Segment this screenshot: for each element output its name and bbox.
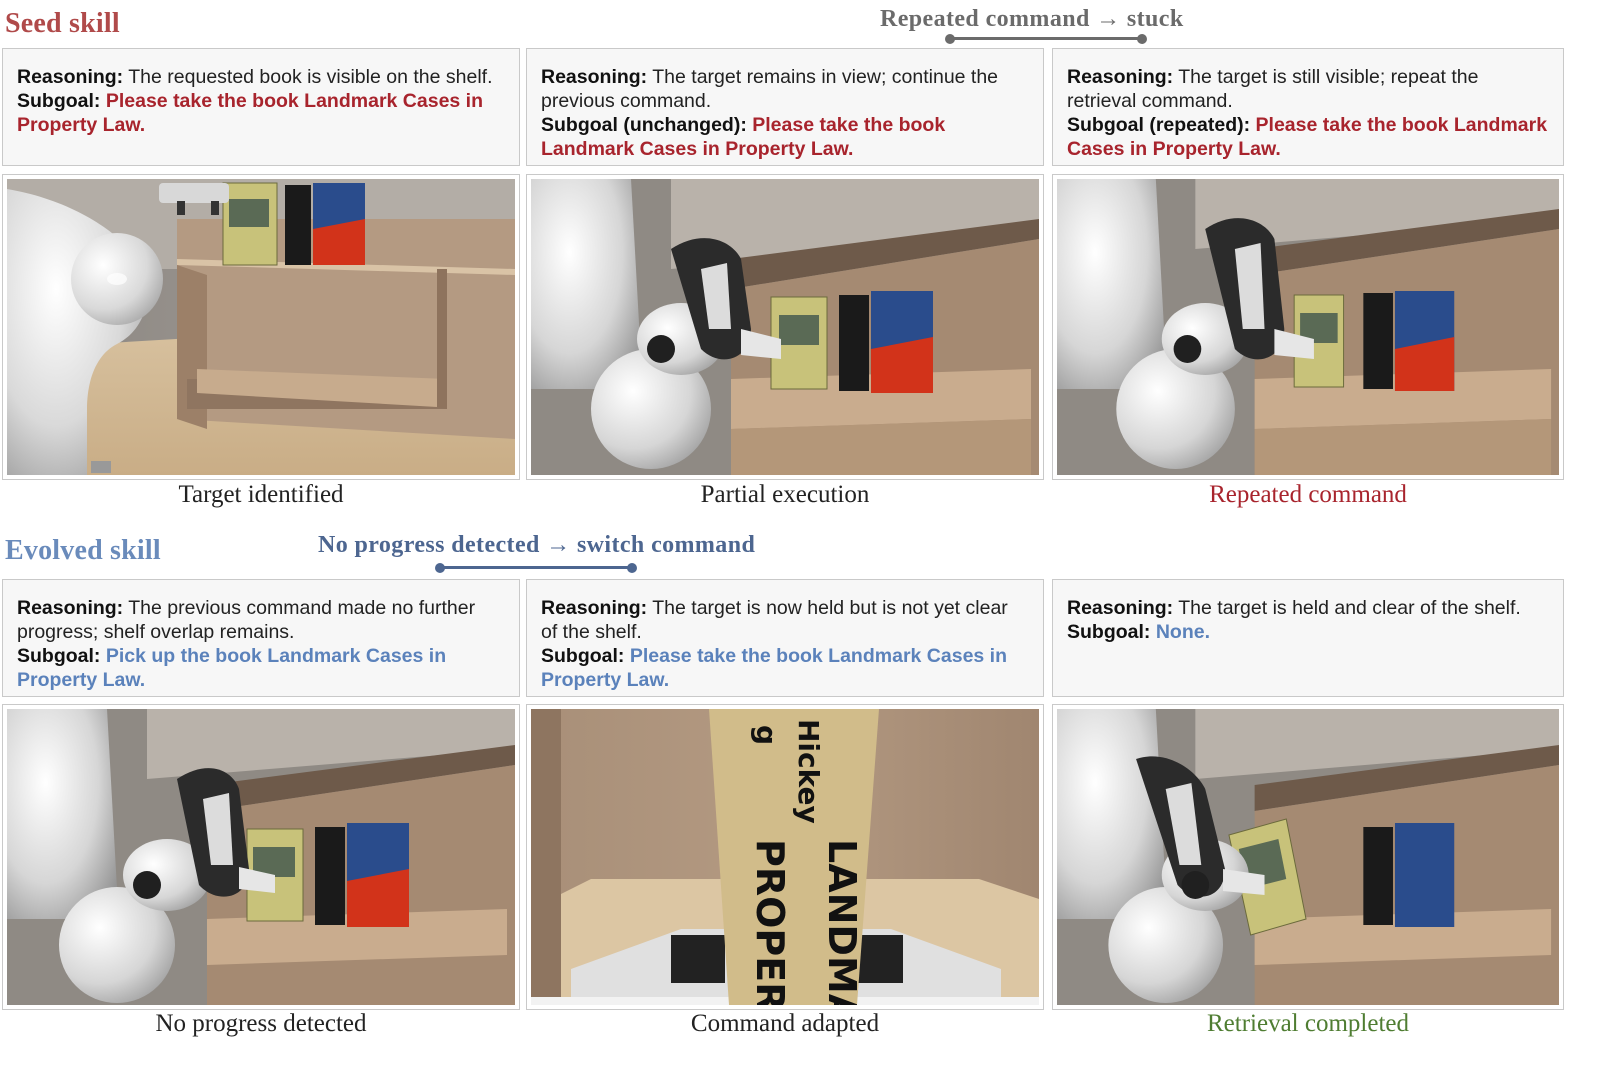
subgoal-text: Please take the book Landmark Cases in P… bbox=[17, 90, 483, 136]
evolved-annotation-bar bbox=[435, 562, 637, 573]
subgoal-text: Please take the book Landmark Cases in P… bbox=[541, 114, 946, 160]
subgoal-text: None. bbox=[1155, 621, 1211, 643]
evolved-panel-1-image bbox=[2, 704, 520, 1010]
evolved-panel-2-caption: Command adapted bbox=[690, 1010, 880, 1037]
subgoal-text: Please take the book Landmark Cases in P… bbox=[1067, 114, 1548, 160]
reasoning-label: Reasoning: bbox=[1067, 66, 1174, 88]
robot-shelf-scene bbox=[1057, 709, 1559, 1005]
book-closeup-scene: Hickey LANDMA PROPERT g bbox=[531, 709, 1039, 1005]
evolved-annotation: No progress detected → switch command bbox=[318, 532, 756, 558]
robot-shelf-scene bbox=[1057, 179, 1559, 475]
reasoning-text: The requested book is visible on the she… bbox=[128, 66, 493, 88]
reasoning-text: The target is now held but is not yet cl… bbox=[541, 597, 1008, 643]
evolved-panel-2-image: Hickey LANDMA PROPERT g bbox=[526, 704, 1044, 1010]
reasoning-text: The previous command made no further pro… bbox=[17, 597, 476, 643]
reasoning-label: Reasoning: bbox=[17, 66, 124, 88]
reasoning-text: The target is still visible; repeat the … bbox=[1067, 66, 1479, 112]
seed-panel-3-image bbox=[1052, 174, 1564, 480]
reasoning-text: The target remains in view; continue the… bbox=[541, 66, 999, 112]
seed-panel-3-text: Reasoning: The target is still visible; … bbox=[1052, 48, 1564, 166]
subgoal-label: Subgoal: bbox=[17, 90, 101, 112]
evolved-panel-1-caption: No progress detected bbox=[155, 1010, 367, 1037]
reasoning-label: Reasoning: bbox=[541, 597, 648, 619]
reasoning-label: Reasoning: bbox=[541, 66, 648, 88]
evolved-panel-3-caption: Retrieval completed bbox=[1206, 1010, 1409, 1037]
robot-shelf-scene bbox=[7, 709, 515, 1005]
evolved-panel-1-text: Reasoning: The previous command made no … bbox=[2, 579, 520, 697]
book-spine-title: LANDMA bbox=[820, 839, 864, 1005]
subgoal-label: Subgoal: bbox=[1067, 621, 1151, 643]
seed-panel-1-image bbox=[2, 174, 520, 480]
seed-panel-2-caption: Partial execution bbox=[700, 481, 870, 508]
evolved-panel-3-text: Reasoning: The target is held and clear … bbox=[1052, 579, 1564, 697]
subgoal-label: Subgoal: bbox=[541, 645, 625, 667]
robot-shelf-scene bbox=[531, 179, 1039, 475]
seed-panel-1-caption: Target identified bbox=[178, 481, 344, 508]
evolved-skill-title: Evolved skill bbox=[5, 535, 161, 566]
subgoal-text: Please take the book Landmark Cases in P… bbox=[541, 645, 1007, 691]
seed-panel-2-image bbox=[526, 174, 1044, 480]
reasoning-label: Reasoning: bbox=[17, 597, 124, 619]
evolved-panel-3-image bbox=[1052, 704, 1564, 1010]
evolved-panel-2-text: Reasoning: The target is now held but is… bbox=[526, 579, 1044, 697]
reasoning-text: The target is held and clear of the shel… bbox=[1178, 597, 1521, 619]
subgoal-label: Subgoal: bbox=[17, 645, 101, 667]
reasoning-label: Reasoning: bbox=[1067, 597, 1174, 619]
subgoal-text: Pick up the book Landmark Cases in Prope… bbox=[17, 645, 447, 691]
seed-annotation-bar bbox=[945, 33, 1147, 44]
subgoal-label: Subgoal (unchanged): bbox=[541, 114, 747, 136]
seed-panel-2-text: Reasoning: The target remains in view; c… bbox=[526, 48, 1044, 166]
robot-shelf-scene bbox=[7, 179, 515, 475]
seed-panel-3-caption: Repeated command bbox=[1209, 481, 1407, 508]
seed-panel-1-text: Reasoning: The requested book is visible… bbox=[2, 48, 520, 166]
seed-annotation: Repeated command → stuck bbox=[880, 6, 1184, 32]
seed-skill-title: Seed skill bbox=[5, 8, 120, 39]
book-spine-author: Hickey bbox=[792, 719, 825, 824]
subgoal-label: Subgoal (repeated): bbox=[1067, 114, 1251, 136]
book-spine-subtitle: PROPERT bbox=[748, 839, 792, 1005]
svg-text:g: g bbox=[750, 725, 783, 745]
